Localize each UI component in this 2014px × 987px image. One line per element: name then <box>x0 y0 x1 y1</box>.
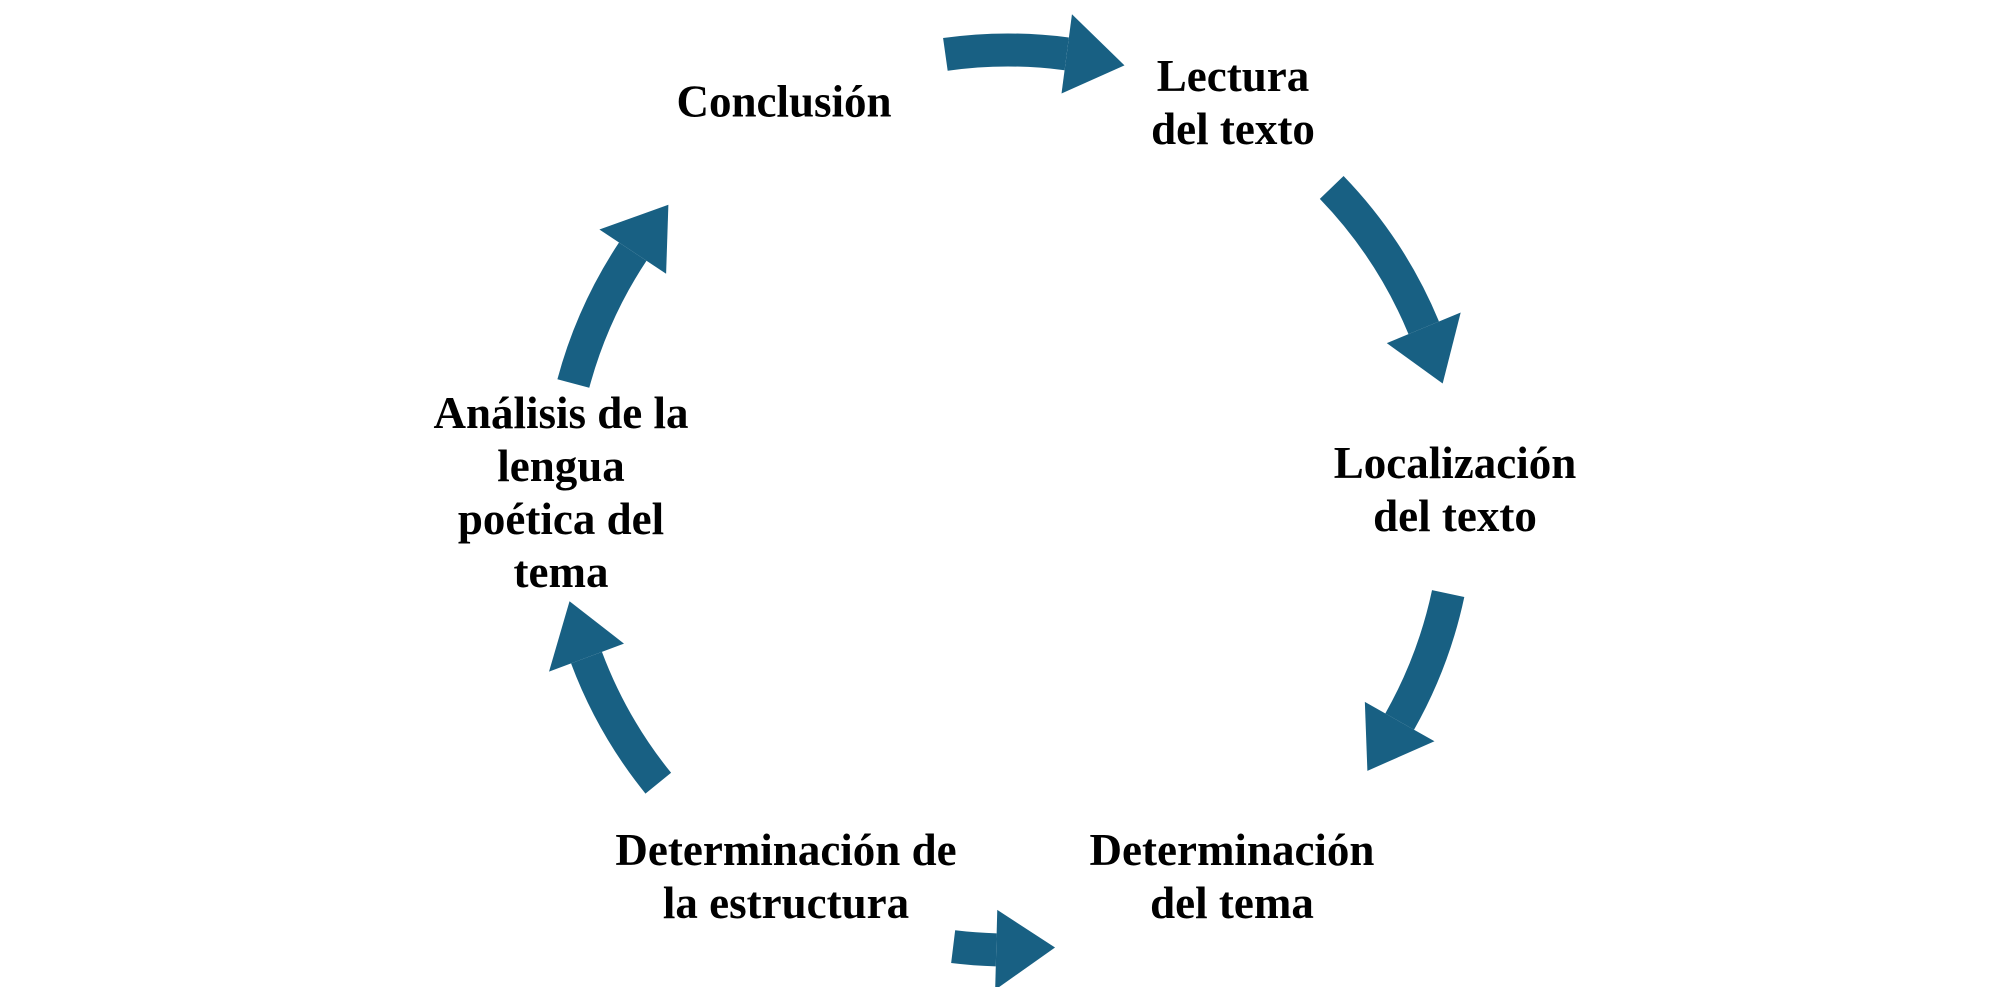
arrow-conclusion-to-lectura <box>943 14 1125 94</box>
arrow-head <box>995 909 1056 987</box>
step-line: tema <box>513 547 609 597</box>
step-line: del texto <box>1151 104 1315 154</box>
step-line: Lectura <box>1156 51 1310 101</box>
step-line: lengua <box>497 441 625 491</box>
arrow-head <box>599 204 669 274</box>
step-line: poética del <box>457 494 665 544</box>
arrow-shaft <box>1319 175 1439 335</box>
arrow-head <box>1061 14 1125 94</box>
arrow-estructura-to-analisis <box>549 601 672 794</box>
step-line: Conclusión <box>676 76 892 127</box>
step-line: Determinación <box>1089 825 1375 875</box>
step-conclusion: Conclusión <box>676 76 891 129</box>
step-line: del texto <box>1373 491 1537 541</box>
arrow-shaft <box>951 930 997 967</box>
arrow-head <box>1386 312 1461 384</box>
step-determinacion-estructura: Determinación de la estructura <box>615 824 956 930</box>
step-analisis: Análisis de la lengua poética del tema <box>433 387 688 599</box>
step-line: Determinación de <box>615 825 957 875</box>
arrow-analisis-to-conclusion <box>557 204 669 388</box>
step-lectura: Lectura del texto <box>1151 50 1315 156</box>
arrow-localizacion-to-tema <box>1364 589 1465 771</box>
arrow-shaft <box>1385 589 1465 730</box>
step-determinacion-tema: Determinación del tema <box>1090 824 1375 930</box>
step-line: del tema <box>1150 878 1314 928</box>
step-line: la estructura <box>662 878 910 928</box>
arrow-shaft <box>943 33 1069 71</box>
step-line: Localización <box>1333 438 1577 488</box>
step-localizacion: Localización del texto <box>1334 437 1576 543</box>
arrow-tema-to-estructura <box>951 909 1056 987</box>
arrow-shaft <box>571 651 672 794</box>
step-line: Análisis de la <box>433 388 689 438</box>
arrow-head <box>1364 701 1435 771</box>
arrow-shaft <box>557 242 647 388</box>
arrow-head <box>549 601 624 672</box>
arrow-lectura-to-localizacion <box>1319 175 1461 384</box>
